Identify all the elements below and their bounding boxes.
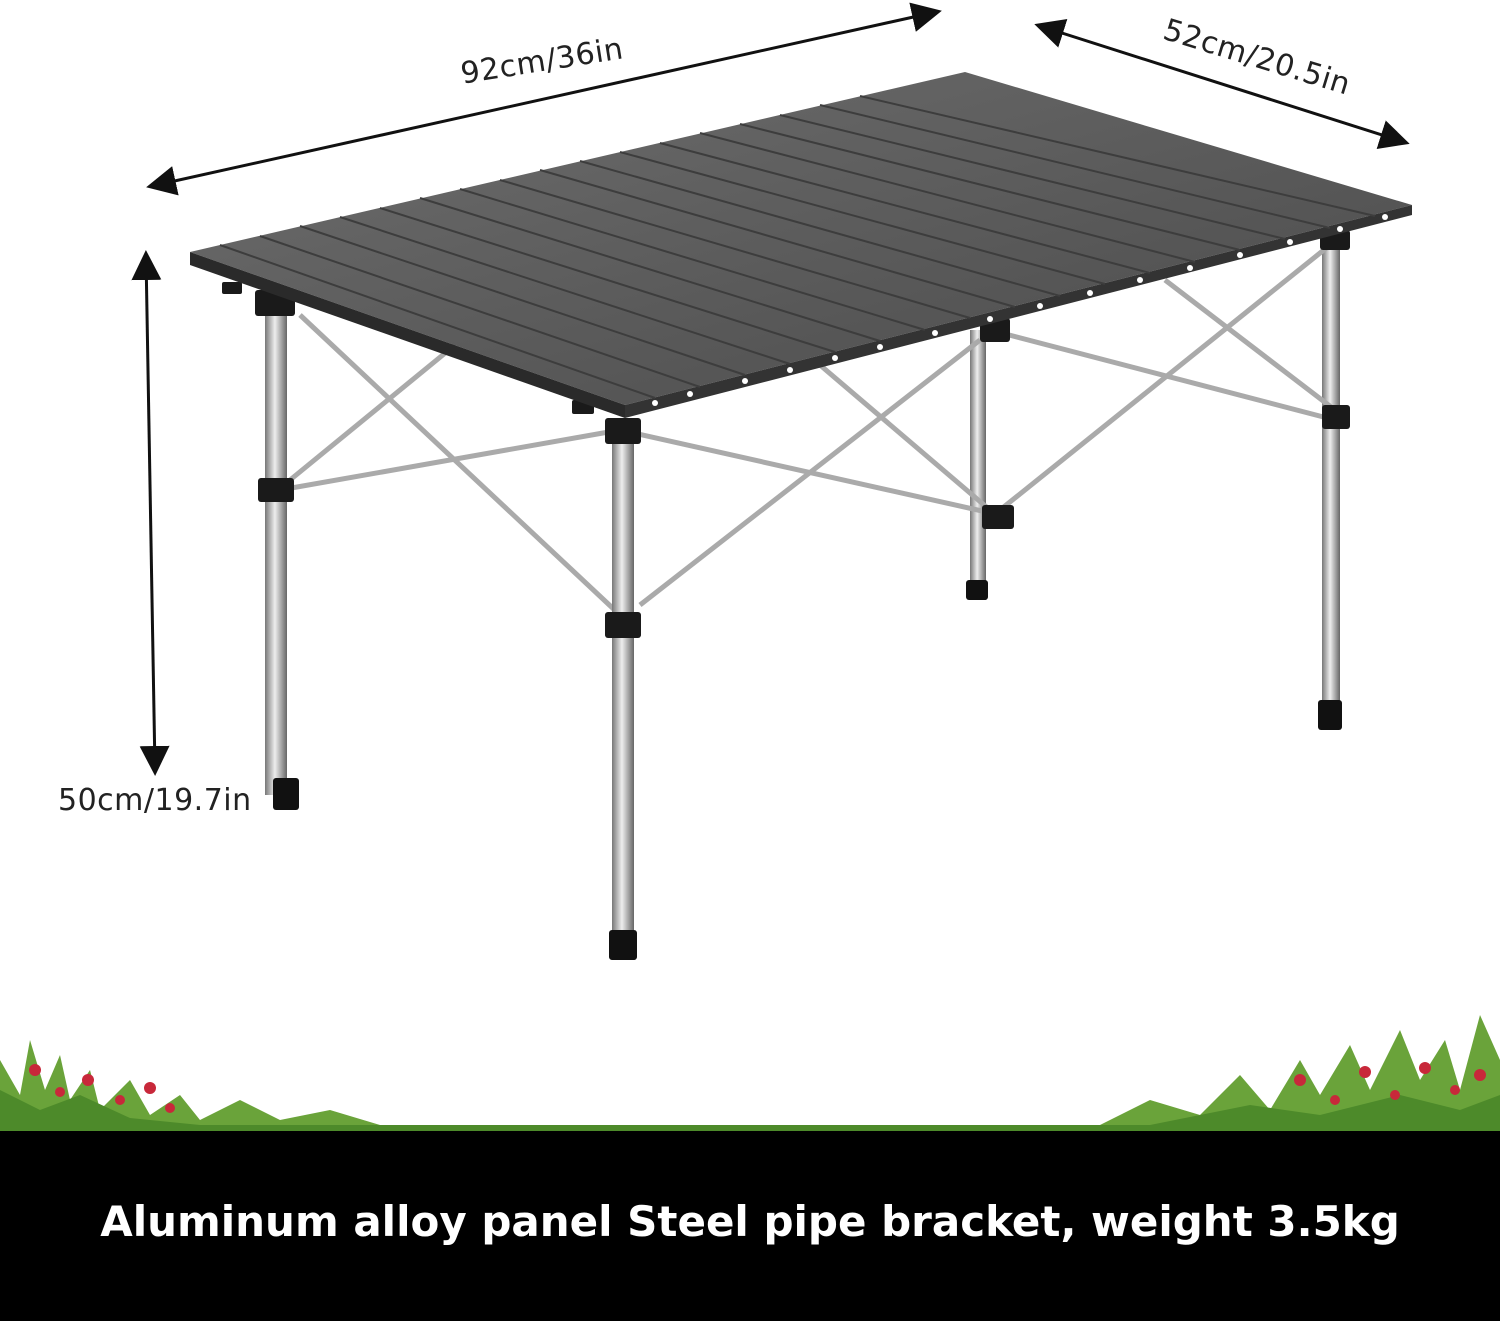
- grass-strip-decoration: [0, 1015, 1500, 1131]
- dimension-arrows: [131, 2, 1410, 776]
- caption-text: Aluminum alloy panel Steel pipe bracket,…: [100, 1196, 1400, 1246]
- table-leg-front-center: [612, 420, 634, 940]
- caption-banner: Aluminum alloy panel Steel pipe bracket,…: [0, 1131, 1500, 1321]
- aluminum-tabletop: [190, 72, 1412, 405]
- folding-table: [190, 72, 1412, 960]
- width-arrow-icon: [1034, 18, 1410, 150]
- table-leg-front-left: [265, 300, 287, 795]
- height-arrow-icon: [131, 250, 170, 776]
- table-leg-back-right: [1322, 240, 1340, 705]
- table-leg-back-left: [970, 330, 986, 600]
- length-arrow-icon: [146, 2, 942, 196]
- height-dimension-label: 50cm/19.7in: [58, 783, 252, 818]
